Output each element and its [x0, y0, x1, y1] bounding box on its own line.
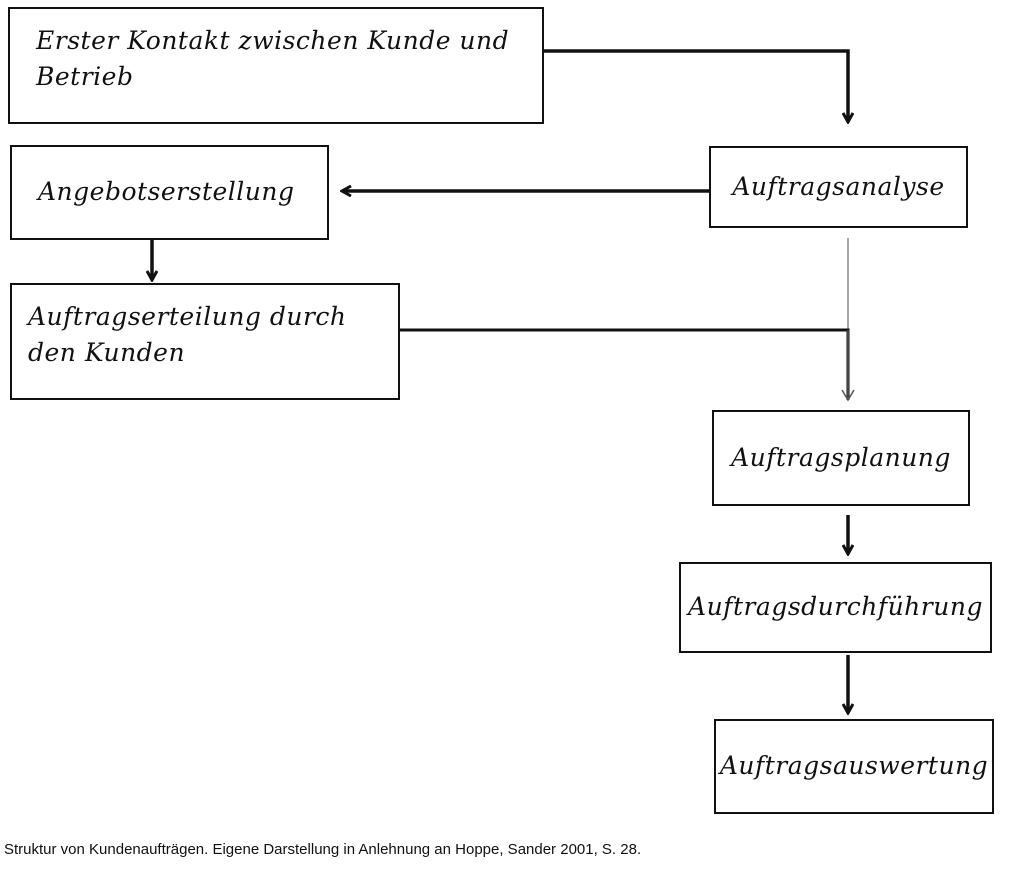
box-auftragserteilung-label: Auftragserteilung durch den Kunden: [28, 302, 347, 368]
box-auftragsdurchfuehrung-label: Auftragsdurchführung: [688, 592, 983, 622]
box-auftragserteilung: Auftragserteilung durch den Kunden: [10, 283, 400, 400]
arrow-kontakt-to-analyse: [544, 49, 848, 122]
box-auftragsplanung: Auftragsplanung: [712, 410, 970, 506]
box-auftragsdurchfuehrung: Auftragsdurchführung: [679, 562, 992, 653]
box-angebotserstellung: Angebotserstellung: [10, 145, 329, 240]
box-auftragsauswertung: Auftragsauswertung: [714, 719, 994, 814]
box-auftragsauswertung-label: Auftragsauswertung: [719, 751, 989, 781]
box-erster-kontakt-label: Erster Kontakt zwischen Kunde und Betrie…: [36, 26, 510, 92]
box-angebotserstellung-label: Angebotserstellung: [38, 177, 295, 207]
box-auftragsanalyse-label: Auftragsanalyse: [732, 171, 945, 201]
box-auftragsanalyse: Auftragsanalyse: [709, 146, 968, 228]
arrow-erteilung-to-planung: [400, 328, 850, 400]
box-erster-kontakt: Erster Kontakt zwischen Kunde und Betrie…: [8, 7, 544, 124]
figure-caption: Struktur von Kundenaufträgen. Eigene Dar…: [4, 841, 642, 858]
box-auftragsplanung-label: Auftragsplanung: [731, 442, 951, 472]
